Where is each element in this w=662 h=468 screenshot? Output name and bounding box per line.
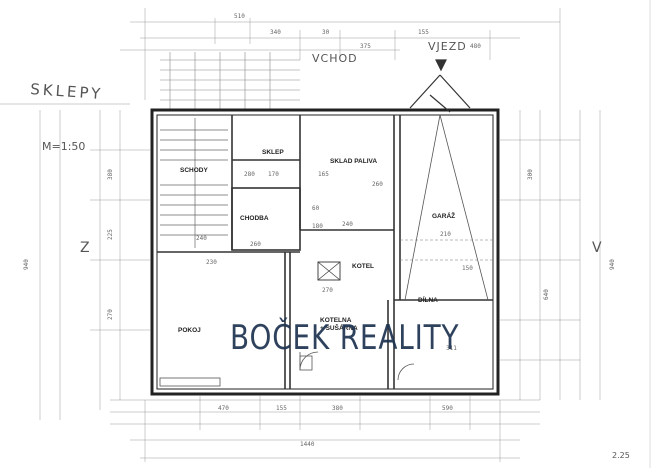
dim-inner: 240	[196, 235, 207, 242]
dim-top: 510	[234, 13, 245, 20]
dimensions-right: 940 300 640	[527, 169, 616, 300]
dim-bottom: 380	[332, 405, 343, 412]
side-left-label: Z	[80, 240, 90, 256]
dim-left: 270	[107, 309, 114, 320]
dim-top: 30	[322, 29, 330, 36]
dimensions-inner: 280 170 165 240 260 230 180 260 60 270 3…	[196, 171, 473, 352]
dim-bottom: 155	[276, 405, 287, 412]
dim-left: 225	[107, 229, 114, 240]
dim-right: 300	[527, 169, 534, 180]
dimensions-bottom: 1440 470 155 380 590	[218, 405, 453, 448]
dim-left: 380	[107, 169, 114, 180]
dim-inner: 270	[322, 287, 333, 294]
room-pokoj: POKOJ	[178, 327, 201, 334]
dim-inner: 280	[244, 171, 255, 178]
brand-watermark: BOČEK REALITY	[230, 318, 460, 358]
dimensions-left: 940 380 225 270	[23, 169, 114, 320]
dim-inner: 260	[250, 241, 261, 248]
dim-inner: 311	[446, 345, 457, 352]
dim-inner: 60	[312, 205, 320, 212]
dimensions-top: 510 340 30 375 155 480	[234, 13, 481, 50]
dim-bottom: 1440	[300, 441, 315, 448]
room-dilna: DÍLNA	[418, 295, 438, 304]
side-right-label: V	[592, 240, 602, 256]
room-sklad-paliva: SKLAD PALIVA	[330, 158, 377, 165]
room-schody: SCHODY	[180, 167, 208, 174]
entrance-label: VCHOD	[312, 52, 358, 65]
dim-top: 375	[360, 43, 371, 50]
dim-bottom: 590	[442, 405, 453, 412]
dim-inner: 230	[206, 259, 217, 266]
dim-right: 940	[609, 259, 616, 270]
dim-inner: 150	[462, 265, 473, 272]
dim-bottom: 470	[218, 405, 229, 412]
inner-walls	[157, 115, 493, 389]
room-kotelna-sub: + SUŠÁRNA	[320, 323, 358, 332]
room-sklep: SKLEP	[262, 149, 284, 156]
dim-inner: 240	[342, 221, 353, 228]
interior-stair	[160, 118, 228, 248]
dim-inner: 180	[312, 223, 323, 230]
outer-walls	[150, 108, 500, 396]
page-mark: 2.25	[612, 451, 630, 460]
room-chodba: CHODBA	[240, 215, 269, 222]
dim-inner: 210	[440, 231, 451, 238]
dim-inner: 165	[318, 171, 329, 178]
garage-entrance-label: VJEZD	[428, 40, 467, 53]
construction-lines	[0, 8, 601, 462]
garage-diagonals	[404, 114, 489, 301]
entrance-steps	[160, 52, 300, 110]
dim-top: 155	[418, 29, 429, 36]
garage-door	[409, 59, 471, 113]
dim-inner: 260	[372, 181, 383, 188]
room-kotel: KOTEL	[352, 263, 374, 270]
dim-top: 480	[470, 43, 481, 50]
scale-label: M=1:50	[42, 140, 85, 153]
floor-label: SKLEPY	[30, 80, 104, 103]
dim-right: 640	[543, 289, 550, 300]
boiler-symbol	[317, 261, 341, 281]
dim-inner: 170	[268, 171, 279, 178]
dim-left: 940	[23, 259, 30, 270]
room-garaz: GARÁŽ	[432, 211, 455, 220]
dim-top: 340	[270, 29, 281, 36]
room-kotelna: KOTELNA	[320, 317, 352, 324]
